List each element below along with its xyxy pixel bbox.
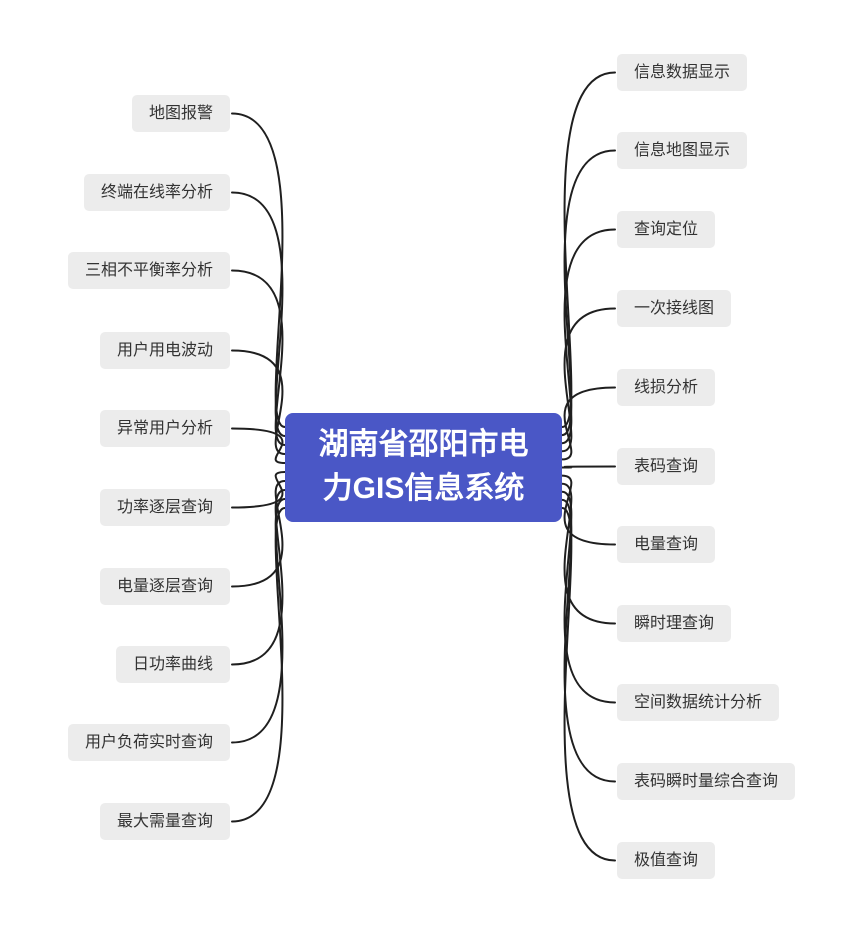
mindmap-node-meter-instant-combined-query[interactable]: 表码瞬时量综合查询 — [617, 763, 796, 800]
mindmap-node-instantaneous-query[interactable]: 瞬时理查询 — [617, 605, 732, 642]
mindmap-node-info-map-display[interactable]: 信息地图显示 — [617, 132, 748, 169]
mindmap-node-query-locate[interactable]: 查询定位 — [617, 211, 716, 248]
center-node[interactable]: 湖南省邵阳市电力GIS信息系统 — [285, 413, 562, 522]
mindmap-node-spatial-data-statistics[interactable]: 空间数据统计分析 — [617, 684, 780, 721]
mindmap-node-info-data-display[interactable]: 信息数据显示 — [617, 54, 748, 91]
mindmap-node-energy-query[interactable]: 电量查询 — [617, 526, 716, 563]
mindmap-node-extreme-value-query[interactable]: 极值查询 — [617, 842, 716, 879]
mindmap-node-user-power-fluctuation[interactable]: 用户用电波动 — [99, 332, 230, 369]
mindmap-node-energy-level-query[interactable]: 电量逐层查询 — [99, 568, 230, 605]
mindmap-node-meter-code-query[interactable]: 表码查询 — [617, 448, 716, 485]
mindmap-node-user-load-realtime[interactable]: 用户负荷实时查询 — [67, 724, 230, 761]
mindmap-node-abnormal-user-analysis[interactable]: 异常用户分析 — [99, 410, 230, 447]
mindmap-node-max-demand-query[interactable]: 最大需量查询 — [99, 803, 230, 840]
mindmap-node-map-alarm[interactable]: 地图报警 — [131, 95, 230, 132]
mindmap-node-daily-power-curve[interactable]: 日功率曲线 — [115, 646, 230, 683]
mindmap-node-line-loss-analysis[interactable]: 线损分析 — [617, 369, 716, 406]
mindmap-node-three-phase-unbalance[interactable]: 三相不平衡率分析 — [67, 252, 230, 289]
mindmap-node-terminal-online-rate[interactable]: 终端在线率分析 — [83, 174, 230, 211]
mindmap-node-primary-wiring-diagram[interactable]: 一次接线图 — [617, 290, 732, 327]
mindmap-node-power-level-query[interactable]: 功率逐层查询 — [99, 489, 230, 526]
